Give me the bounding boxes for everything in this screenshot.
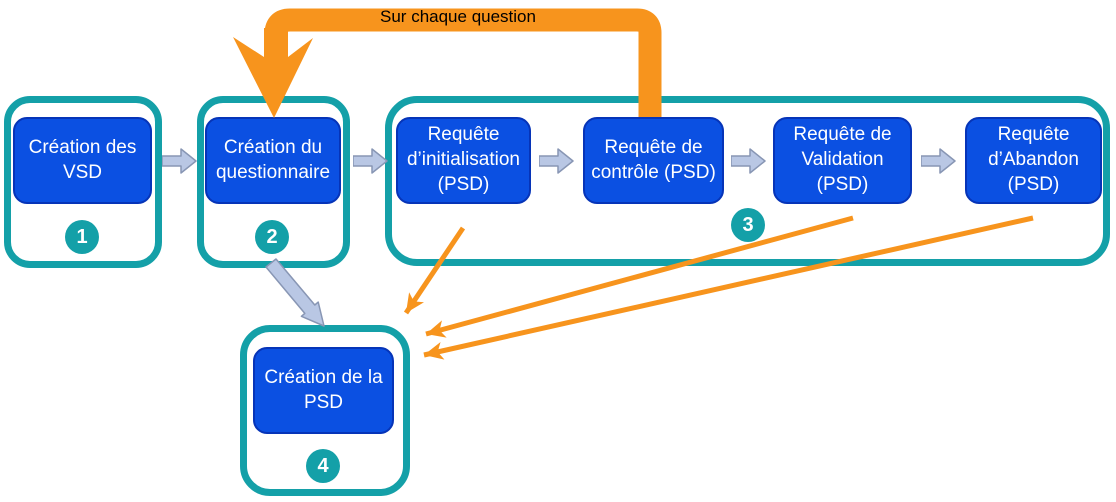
step1-number-badge: 1 xyxy=(65,220,99,254)
psd-creation-label: Création de la PSD xyxy=(264,366,383,413)
step4-number-badge: 4 xyxy=(306,449,340,483)
request-abandon-label: Requête d’Abandon (PSD) xyxy=(988,124,1079,195)
arrow-validation-to-abandon-icon xyxy=(921,148,956,174)
psd-creation-node: Création de la PSD xyxy=(253,347,394,434)
step4-frame xyxy=(240,325,410,496)
request-validation-node: Requête de Validation (PSD) xyxy=(773,117,912,204)
questionnaire-node-label: Création du questionnaire xyxy=(215,136,331,183)
request-initialisation-node: Requête d’initialisation (PSD) xyxy=(396,117,531,204)
arrow-questionnaire-to-group-icon xyxy=(353,148,388,174)
arrow-questionnaire-to-psd-icon xyxy=(265,258,325,327)
step2-number-badge: 2 xyxy=(255,220,289,254)
step1-frame xyxy=(4,96,162,268)
vsd-node-label: Création des VSD xyxy=(28,136,137,183)
request-validation-label: Requête de Validation (PSD) xyxy=(793,124,892,195)
group-number-badge: 3 xyxy=(731,208,765,242)
request-controle-node: Requête de contrôle (PSD) xyxy=(583,117,724,204)
vsd-node: Création des VSD xyxy=(13,117,152,204)
arrow-init-to-controle-icon xyxy=(539,148,574,174)
arrow-controle-to-validation-icon xyxy=(731,148,766,174)
arrow-vsd-to-questionnaire-icon xyxy=(162,148,197,174)
request-controle-label: Requête de contrôle (PSD) xyxy=(591,136,716,183)
request-initialisation-label: Requête d’initialisation (PSD) xyxy=(406,124,520,195)
loop-label: Sur chaque question xyxy=(380,7,536,26)
request-abandon-node: Requête d’Abandon (PSD) xyxy=(965,117,1102,204)
questionnaire-node: Création du questionnaire xyxy=(205,117,341,204)
